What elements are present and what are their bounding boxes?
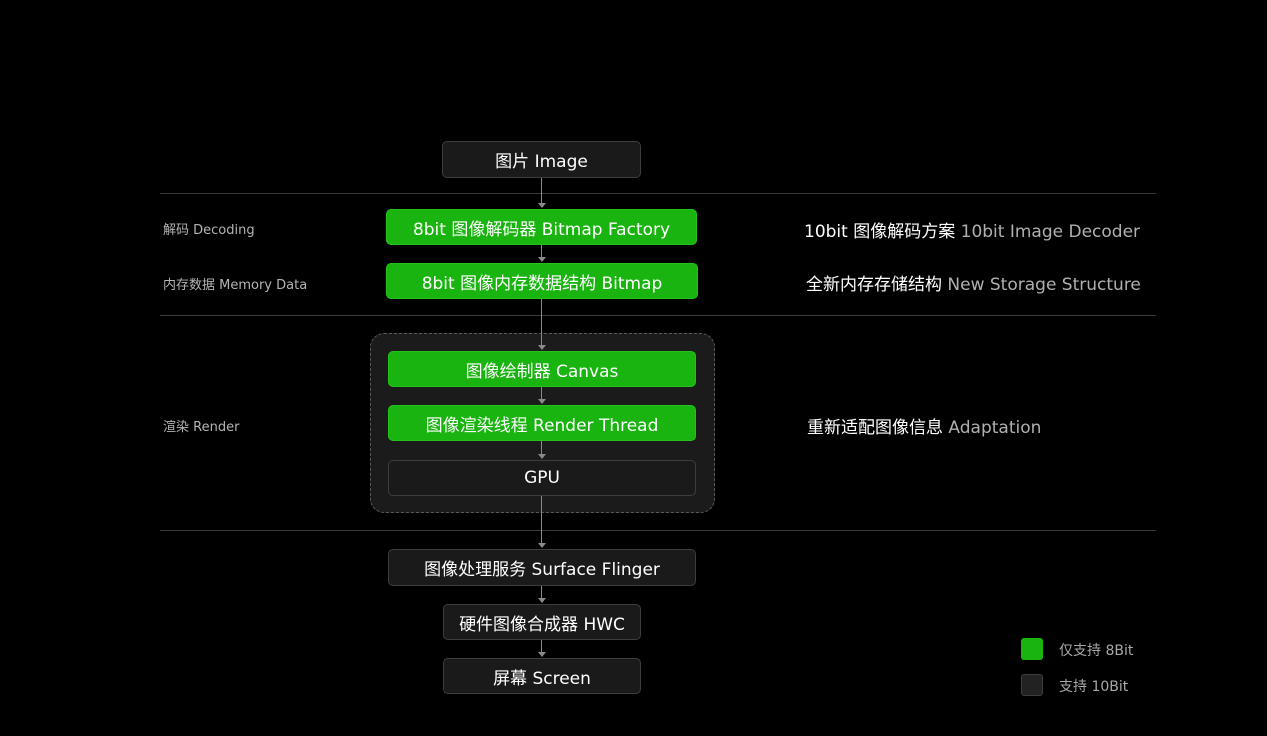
gpu-node: GPU — [388, 460, 696, 496]
canvas-node: 图像绘制器 Canvas — [388, 351, 696, 387]
connector-hwc-to-screen — [541, 640, 542, 652]
arrow-icon — [538, 598, 546, 603]
stage-label-memory-data: 内存数据 Memory Data — [163, 278, 308, 293]
connector-surface-flinger-to-hwc — [541, 586, 542, 598]
arrow-icon — [538, 203, 546, 208]
legend-swatch-10bit — [1021, 674, 1043, 696]
bitmap-factory-node: 8bit 图像解码器 Bitmap Factory — [386, 209, 697, 245]
note-decoder-en: 10bit Image Decoder — [960, 222, 1141, 242]
screen-node: 屏幕 Screen — [443, 658, 641, 694]
note-decoder: 10bit 图像解码方案 10bit Image Decoder — [804, 217, 1140, 242]
note-adaptation-cn: 重新适配图像信息 — [807, 418, 943, 438]
arrow-icon — [538, 454, 546, 459]
arrow-icon — [538, 652, 546, 657]
connector-render-thread-to-gpu — [541, 441, 542, 454]
stage-label-render: 渲染 Render — [163, 420, 240, 435]
note-adaptation: 重新适配图像信息 Adaptation — [807, 413, 1041, 438]
render-thread-node: 图像渲染线程 Render Thread — [388, 405, 696, 441]
section-divider-top — [160, 193, 1156, 194]
arrow-icon — [538, 345, 546, 350]
image-node: 图片 Image — [442, 141, 641, 178]
section-divider-middle — [160, 315, 1156, 316]
stage-label-decoding: 解码 Decoding — [163, 223, 255, 238]
arrow-icon — [538, 257, 546, 262]
connector-canvas-to-render-thread — [541, 387, 542, 399]
legend-label-8bit: 仅支持 8Bit — [1059, 643, 1134, 659]
arrow-icon — [538, 543, 546, 548]
legend-swatch-8bit — [1021, 638, 1043, 660]
connector-decoder-to-bitmap — [541, 245, 542, 257]
note-adaptation-en: Adaptation — [948, 418, 1042, 438]
arrow-icon — [538, 399, 546, 404]
note-storage-en: New Storage Structure — [947, 275, 1141, 295]
note-decoder-cn: 10bit 图像解码方案 — [804, 222, 956, 242]
connector-gpu-to-surface-flinger — [541, 496, 542, 543]
section-divider-bottom — [160, 530, 1156, 531]
note-storage: 全新内存存储结构 New Storage Structure — [806, 270, 1141, 295]
connector-bitmap-to-canvas — [541, 299, 542, 345]
bitmap-node: 8bit 图像内存数据结构 Bitmap — [386, 263, 698, 299]
connector-image-to-decoder — [541, 178, 542, 203]
hwc-node: 硬件图像合成器 HWC — [443, 604, 641, 640]
legend-label-10bit: 支持 10Bit — [1059, 679, 1129, 695]
surface-flinger-node: 图像处理服务 Surface Flinger — [388, 549, 696, 586]
note-storage-cn: 全新内存存储结构 — [806, 275, 942, 295]
